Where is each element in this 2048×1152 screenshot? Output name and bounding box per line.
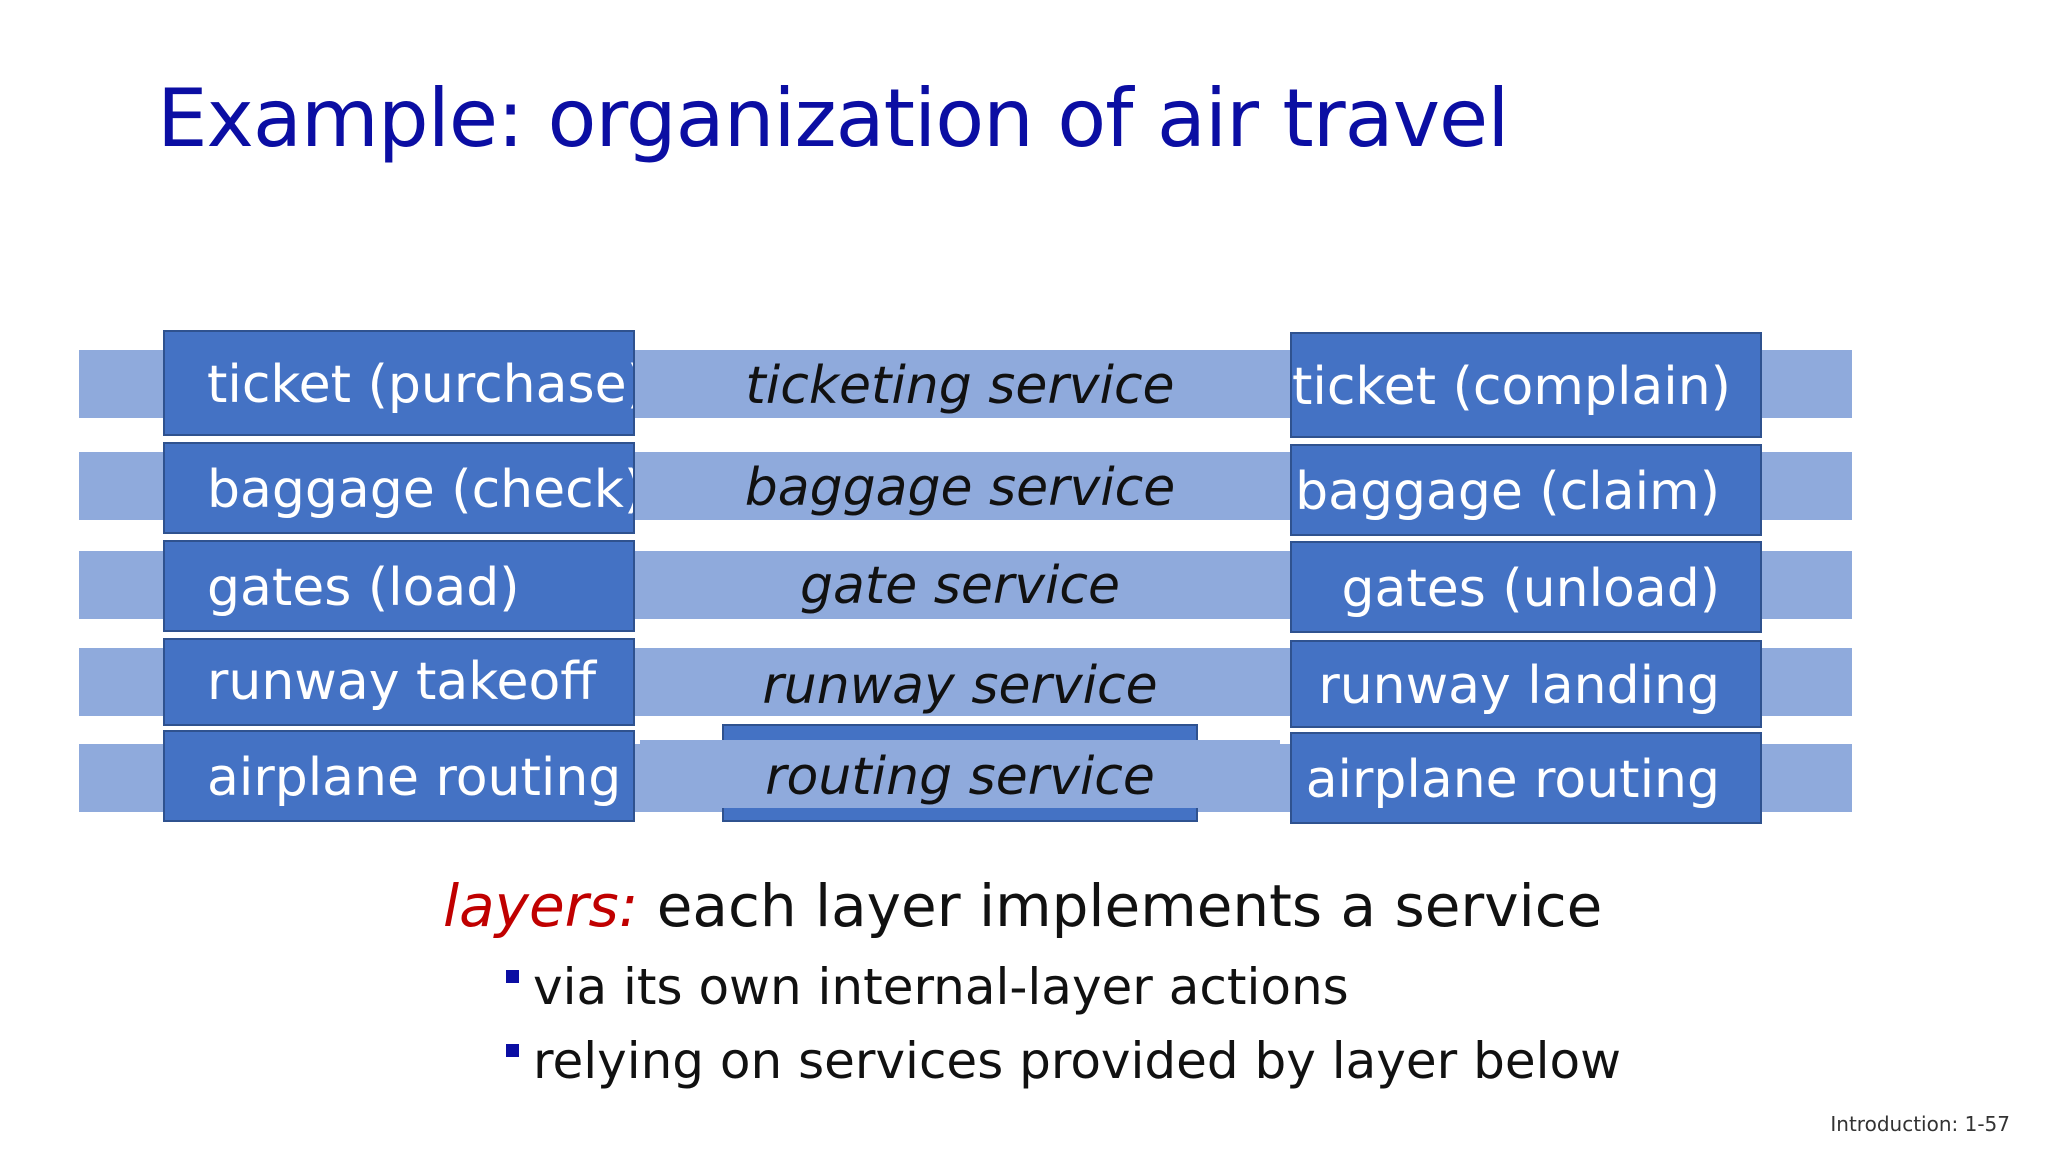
- right-layer-runway: runway landing: [1290, 640, 1762, 728]
- slide-footer: Introduction: 1-57: [1830, 1112, 2010, 1136]
- bullet-item: via its own internal-layer actions: [506, 958, 1349, 1016]
- service-baggage: baggage service: [744, 458, 1176, 518]
- bullet-text: relying on services provided by layer be…: [533, 1032, 1621, 1090]
- right-layer-routing: airplane routing: [1290, 732, 1762, 824]
- service-routing: routing service: [765, 747, 1155, 807]
- left-layer-routing: airplane routing: [163, 730, 635, 822]
- right-layer-ticket: ticket (complain): [1290, 332, 1762, 438]
- routing-band-middle: [640, 740, 1280, 808]
- left-layer-ticket: ticket (purchase): [163, 330, 635, 436]
- bullet-square-icon: [506, 970, 519, 983]
- left-layer-runway: runway takeoff: [163, 638, 635, 726]
- right-layer-gates: gates (unload): [1290, 541, 1762, 633]
- service-gate: gate service: [799, 556, 1121, 616]
- left-layer-baggage: baggage (check): [163, 442, 635, 534]
- service-runway: runway service: [762, 656, 1158, 716]
- left-layer-gates: gates (load): [163, 540, 635, 632]
- bullet-text: via its own internal-layer actions: [533, 958, 1349, 1016]
- slide-title: Example: organization of air travel: [157, 72, 1509, 165]
- layers-summary-text: each layer implements a service: [638, 872, 1603, 940]
- right-layer-baggage: baggage (claim): [1290, 444, 1762, 536]
- bullet-square-icon: [506, 1044, 519, 1057]
- layers-summary: layers: each layer implements a service: [443, 872, 1602, 940]
- bullet-item: relying on services provided by layer be…: [506, 1032, 1621, 1090]
- layers-keyword: layers:: [443, 872, 639, 940]
- service-ticketing: ticketing service: [745, 356, 1175, 416]
